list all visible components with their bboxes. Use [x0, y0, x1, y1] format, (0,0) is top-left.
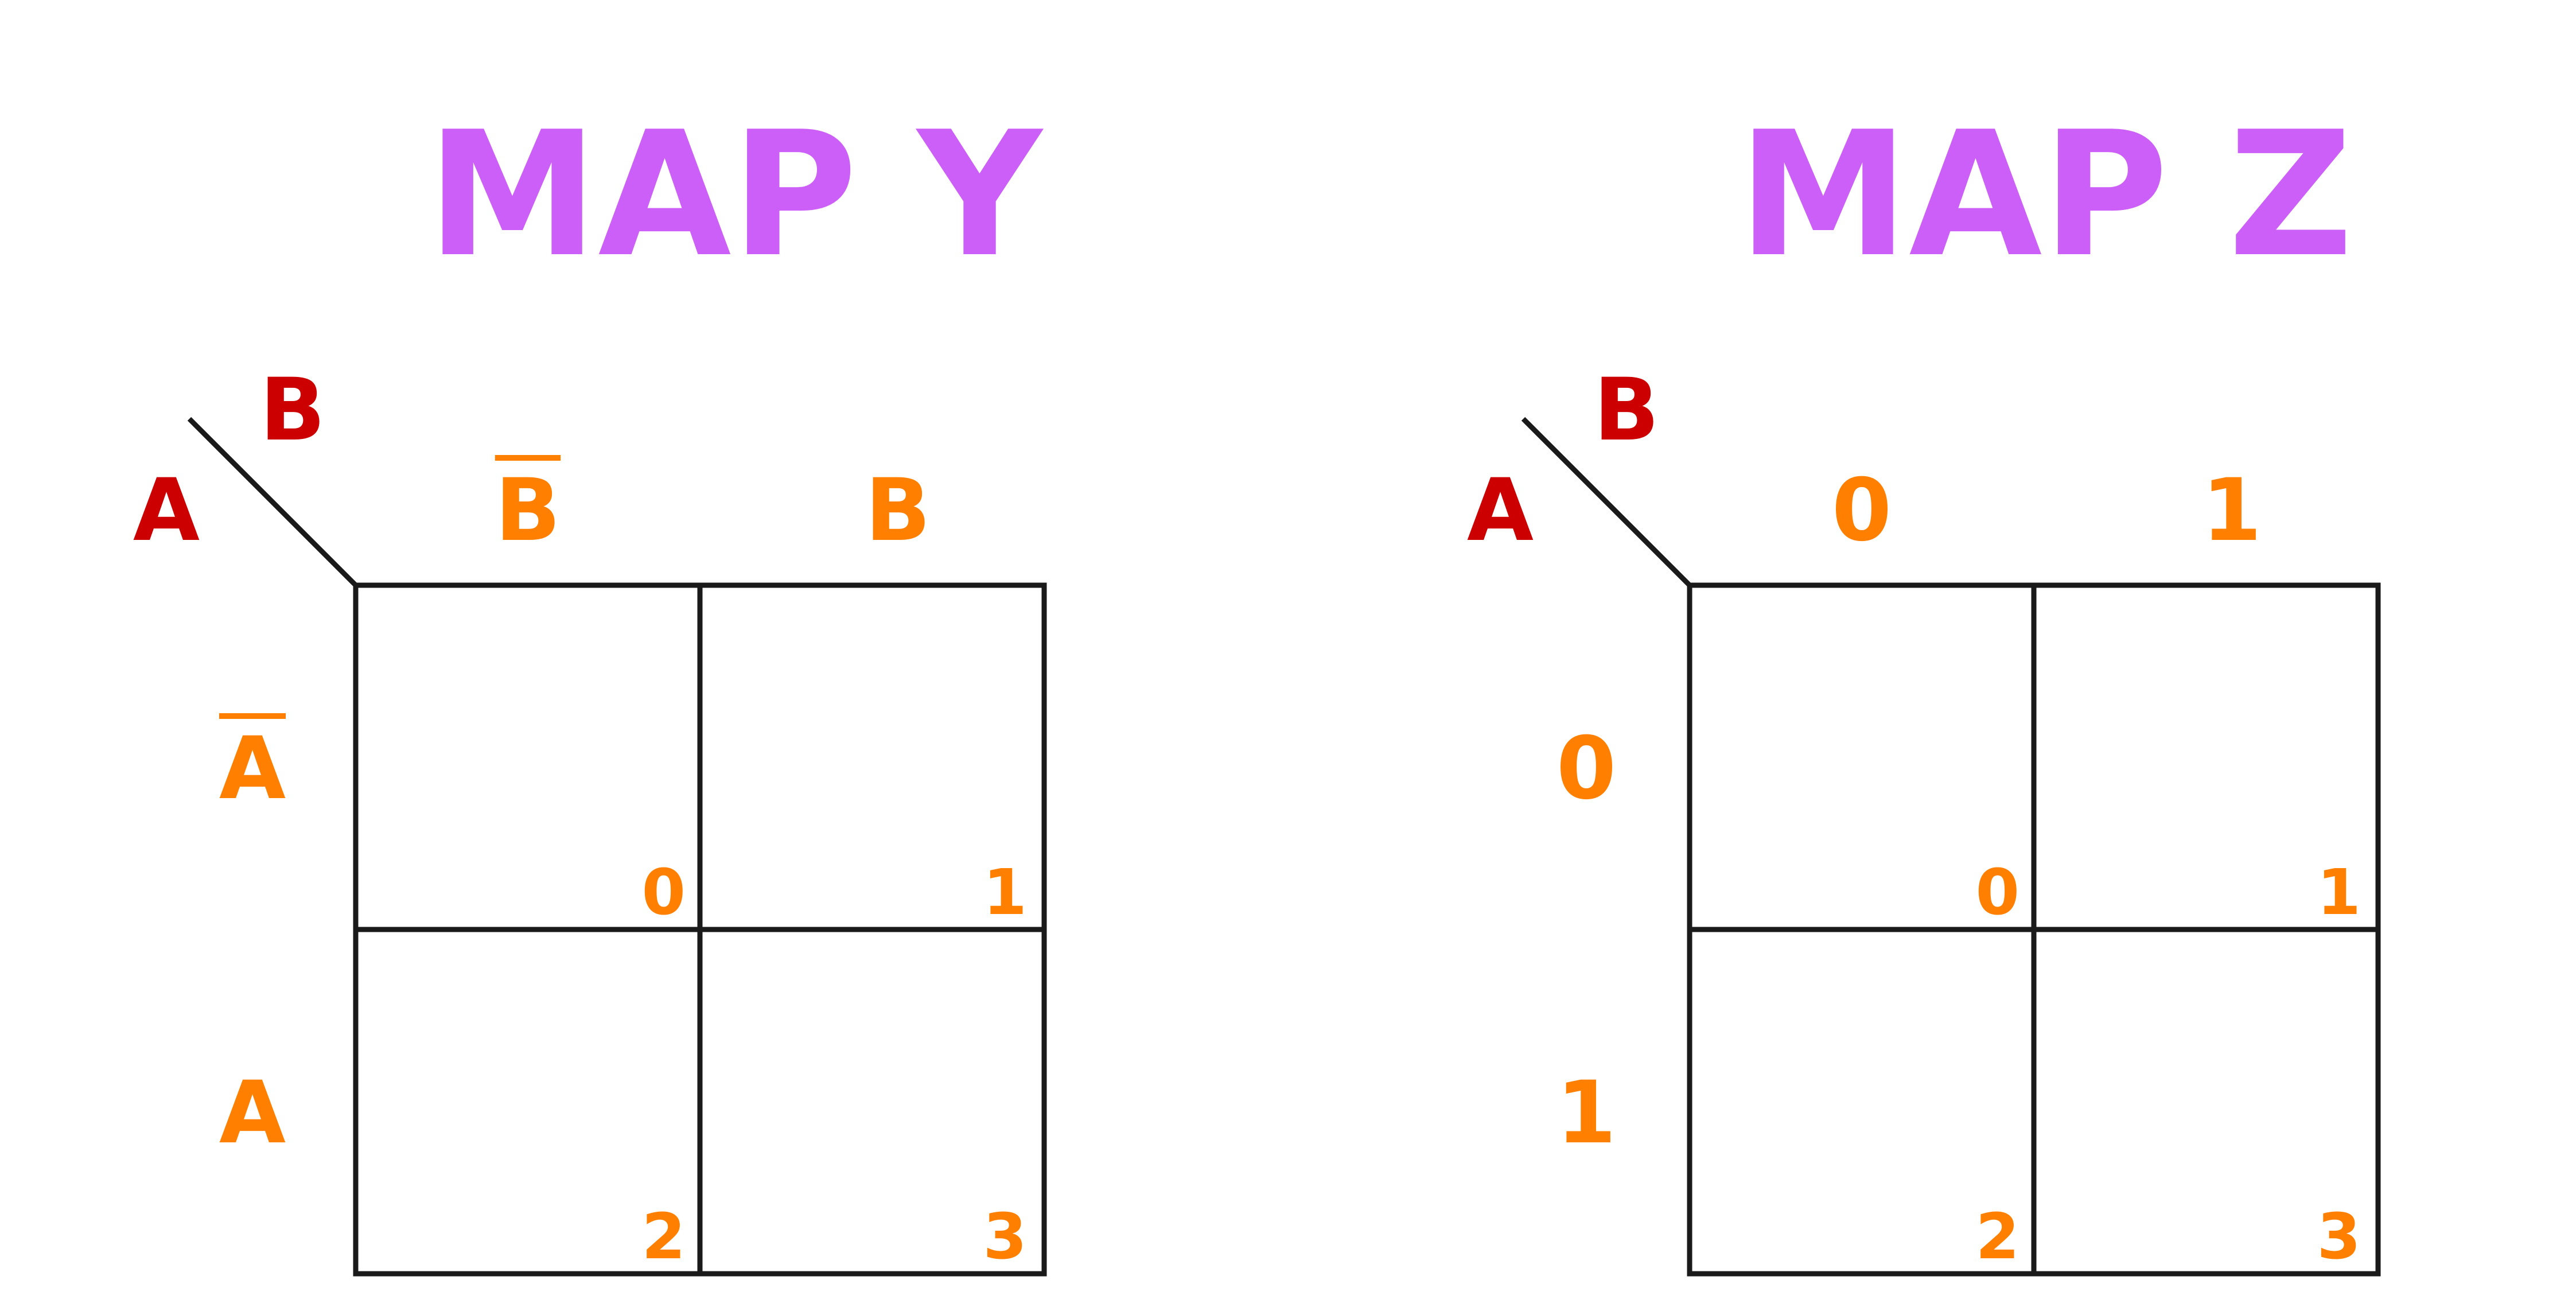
kmap-y-diagonal-line	[187, 417, 358, 588]
map-z-title: MAP Z	[1737, 95, 2353, 295]
kmap-y: B A B B A A 0 1 2 3	[115, 367, 1205, 1297]
kmap-z-cell-index-3: 3	[2317, 1200, 2361, 1273]
kmap-y-cell-index-3: 3	[983, 1200, 1027, 1273]
kmap-y-grid	[187, 417, 1047, 1277]
kmap-z-diagonal-line	[1521, 417, 1692, 588]
kmap-y-cell-index-1: 1	[983, 855, 1027, 929]
kmap-y-col-header-1: B	[865, 461, 931, 561]
kmap-y-cell-index-0: 0	[641, 855, 686, 929]
kmap-y-cell-index-2: 2	[641, 1200, 686, 1273]
map-y-title: MAP Y	[426, 95, 1042, 295]
kmap-z-row-variable: A	[1466, 461, 1534, 561]
kmap-z-row-header-1: 1	[1556, 1063, 1617, 1163]
kmap-y-row-variable: A	[133, 461, 200, 561]
kmap-z-col-header-1: 1	[2201, 461, 2262, 561]
kmap-z-cell-index-1: 1	[2317, 855, 2361, 929]
kmap-z-row-header-0: 0	[1556, 719, 1617, 819]
kmap-z-cell-index-0: 0	[1975, 855, 2019, 929]
kmap-y-row-header-1: A	[219, 1063, 286, 1163]
kmap-y-col-header-0: B	[495, 461, 561, 561]
kmap-y-row-header-0: A	[219, 719, 286, 819]
kmap-z-grid	[1521, 417, 2381, 1277]
kmap-y-col-variable: B	[259, 360, 326, 460]
kmap-z: B A 0 1 0 1 0 1 2 3	[1449, 367, 2539, 1297]
kmap-z-col-header-0: 0	[1831, 461, 1892, 561]
kmap-z-cell-index-2: 2	[1975, 1200, 2019, 1273]
kmap-z-col-variable: B	[1593, 360, 1660, 460]
